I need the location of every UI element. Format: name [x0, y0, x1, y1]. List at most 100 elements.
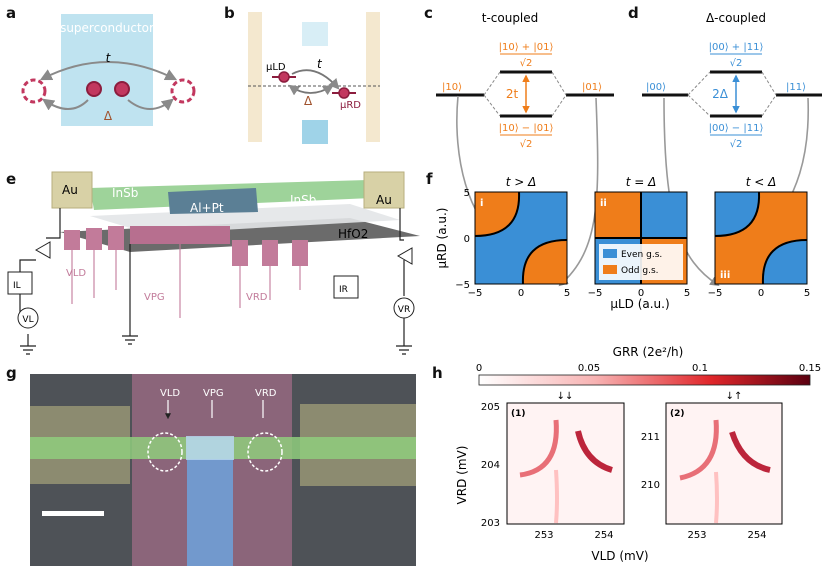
f-ii-xtick-2: 0	[638, 288, 644, 299]
h1-branch-high	[575, 430, 613, 473]
alpt-label: Al+Pt	[190, 201, 224, 215]
f-i-title: t > Δ	[506, 175, 537, 189]
i-l-label: IL	[13, 281, 21, 291]
d-lower-den: √2	[730, 139, 743, 150]
c-lower-num: |10⟩ − |01⟩	[499, 123, 554, 134]
mu-ld-dot	[278, 71, 290, 83]
d-title: Δ-coupled	[706, 11, 766, 25]
legend-odd-label: Odd g.s.	[621, 266, 659, 276]
empty-dot-left	[21, 78, 47, 104]
au-contact-left	[51, 171, 93, 209]
f-subplot-i: i t > Δ −5 0 5 5 0 −5	[455, 175, 570, 299]
t-label: t	[106, 51, 112, 65]
cbar-label: GRR (2e²/h)	[613, 345, 684, 359]
v-rd-label: VRD	[246, 292, 268, 303]
f-i-frame	[474, 191, 568, 285]
f-i-boundary-1	[474, 191, 521, 237]
d-connectors	[687, 71, 777, 117]
mu-rd-label: μRD	[340, 100, 361, 111]
f-iii-boundary-2	[761, 239, 808, 285]
delta-label: Δ	[104, 109, 113, 123]
sc-bottom	[302, 120, 328, 144]
panel-c: c t-coupled 2t |10⟩ |01⟩ |10⟩ + |01⟩ √2 …	[424, 4, 614, 150]
f-ytick-1: 5	[464, 188, 470, 199]
g-v-pg-label: VPG	[203, 388, 224, 399]
h2-spins: ↓↑	[726, 391, 743, 402]
h1-branch-low	[519, 419, 559, 478]
t-tunnel-arrow	[291, 69, 340, 90]
c-state-left: |10⟩	[442, 82, 462, 93]
au-contact-right	[363, 171, 405, 209]
h2-bg	[666, 403, 782, 524]
mu-ld-label: μLD	[266, 62, 286, 73]
ammeter-left	[7, 271, 33, 295]
delta-arrow-left	[42, 98, 89, 111]
quantum-dot-right	[114, 81, 130, 97]
f-iii-roman: iii	[720, 270, 730, 281]
cbar-tick-2: 0.1	[692, 363, 708, 374]
cbar-tick-1: 0.05	[578, 363, 600, 374]
v-pg-label: VPG	[144, 292, 165, 303]
delta-arrow-right	[127, 98, 174, 111]
h1-ytick-1: 205	[481, 402, 500, 413]
lead-left	[248, 12, 262, 142]
h1-ytick-3: 203	[481, 518, 500, 529]
gate-array	[64, 226, 308, 266]
f-ii-frame	[594, 191, 688, 285]
g-v-ld-label: VLD	[160, 388, 180, 399]
f-ii-xtick-3: 5	[684, 288, 690, 299]
d-state-right: |11⟩	[786, 82, 806, 93]
f-i-roman: i	[480, 198, 483, 209]
panel-d: d Δ-coupled 2Δ |00⟩ |11⟩ |00⟩ + |11⟩ √2 …	[628, 4, 822, 150]
panel-e: e HfO2 InSb InSb Al+Pt Au Au	[6, 170, 420, 355]
c-upper-den: √2	[520, 58, 533, 69]
insb-left-label: InSb	[112, 186, 138, 200]
c-upper-num: |10⟩ + |01⟩	[499, 42, 554, 53]
f-ytick-2: 0	[464, 234, 470, 245]
h2-ytick-1: 211	[641, 432, 660, 443]
sem-dot-right	[247, 432, 283, 472]
f-i-xtick-3: 5	[564, 288, 570, 299]
h2-branch-high	[729, 431, 771, 473]
f-i-xtick-1: −5	[468, 288, 483, 299]
gate-6	[292, 240, 308, 266]
sc-top	[302, 22, 328, 46]
v-r-label: VR	[398, 305, 410, 315]
panel-g: g VLD VPG VRD	[6, 364, 416, 566]
d-upper-den: √2	[730, 58, 743, 69]
sem-dot-left	[147, 432, 183, 472]
panel-b: b μLD μRD t Δ	[224, 4, 380, 144]
au-left-label: Au	[62, 183, 78, 197]
lead-right	[366, 12, 380, 142]
quantum-dot-left	[86, 81, 102, 97]
b-delta-label: Δ	[304, 94, 313, 108]
g-v-rd-label: VRD	[255, 388, 277, 399]
legend-odd-swatch	[603, 265, 617, 274]
insb-right-label: InSb	[290, 193, 316, 207]
panel-f-label: f	[426, 170, 433, 188]
d-gap-label: 2Δ	[712, 87, 729, 101]
amplifier-right	[396, 247, 413, 265]
panel-d-label: d	[628, 4, 639, 22]
f-xlabel: μLD (a.u.)	[610, 297, 669, 311]
sem-plunger	[187, 440, 233, 566]
h1-tail	[554, 469, 559, 524]
t-arrow	[39, 61, 178, 81]
h1-xtick-1: 253	[534, 530, 553, 541]
superconductor-label: superconductor	[60, 21, 154, 35]
h1-bg	[507, 403, 624, 524]
f-iii-title: t < Δ	[746, 175, 777, 189]
h-ylabel: VRD (mV)	[455, 446, 469, 505]
f-i-boundary-2	[521, 239, 568, 285]
h2-branch-low	[679, 419, 719, 481]
panel-a: a superconductor t Δ	[6, 4, 196, 126]
ammeter-right	[333, 275, 359, 299]
f-iii-xtick-3: 5	[804, 288, 810, 299]
au-right-label: Au	[376, 193, 392, 207]
d-lower-num: |00⟩ − |11⟩	[709, 123, 764, 134]
v-l-label: VL	[22, 315, 33, 325]
h2-xtick-1: 253	[687, 530, 706, 541]
f-ii-odd-tl	[595, 192, 641, 238]
gate-wires	[71, 244, 301, 318]
